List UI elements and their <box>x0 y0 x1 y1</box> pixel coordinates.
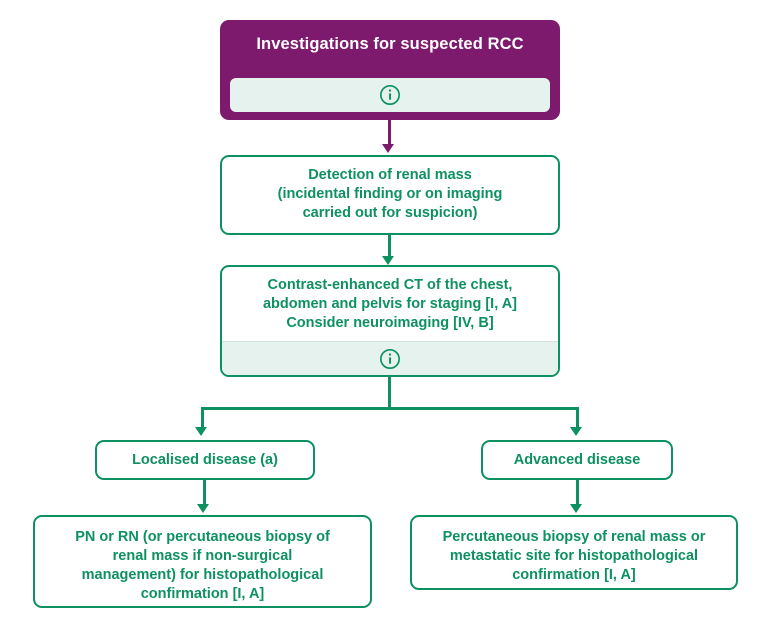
node-localised-treatment-label: PN or RN (or percutaneous biopsy of rena… <box>75 529 330 603</box>
node-detection-label: Detection of renal mass (incidental find… <box>277 167 503 222</box>
info-icon[interactable] <box>379 84 401 106</box>
node-localised-disease: Localised disease (a) <box>95 440 315 480</box>
info-icon[interactable] <box>379 348 401 370</box>
node-staging-ct-label: Contrast-enhanced CT of the chest, abdom… <box>262 277 518 332</box>
node-advanced-treatment: Percutaneous biopsy of renal mass or met… <box>410 515 738 590</box>
node-staging-ct-info-strip <box>222 341 558 375</box>
node-detection: Detection of renal mass (incidental find… <box>220 155 560 235</box>
node-localised-treatment: PN or RN (or percutaneous biopsy of rena… <box>33 515 372 608</box>
node-advanced-disease: Advanced disease <box>481 440 673 480</box>
node-advanced-treatment-label: Percutaneous biopsy of renal mass or met… <box>442 529 706 584</box>
header-info-strip <box>230 78 550 112</box>
node-localised-disease-label: Localised disease (a) <box>132 452 278 468</box>
page-title: Investigations for suspected RCC <box>256 35 524 53</box>
node-staging-ct: Contrast-enhanced CT of the chest, abdom… <box>220 265 560 377</box>
node-advanced-disease-label: Advanced disease <box>513 452 641 468</box>
flowchart-header-node: Investigations for suspected RCC <box>220 20 560 120</box>
